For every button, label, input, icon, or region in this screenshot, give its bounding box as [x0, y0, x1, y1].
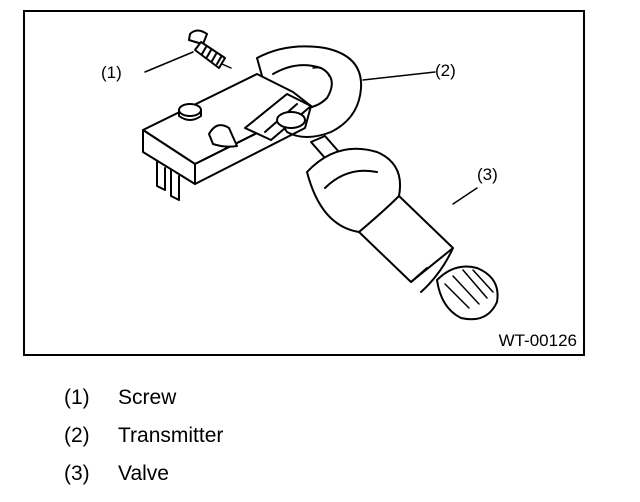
- leader-line-2: [362, 71, 436, 81]
- legend-label: Transmitter: [118, 424, 224, 447]
- figure-code: WT-00126: [498, 331, 577, 350]
- legend-label: Screw: [118, 386, 177, 409]
- callout-1: (1): [101, 63, 122, 82]
- leader-line-1: [144, 51, 194, 73]
- valve-drawing: [306, 135, 499, 321]
- legend-label: Valve: [118, 462, 169, 485]
- leader-line-3: [452, 187, 478, 205]
- legend-number: (3): [64, 462, 90, 485]
- illustration: [142, 29, 499, 321]
- legend-number: (1): [64, 386, 90, 409]
- figure-frame: (1) (2) (3) WT-00126: [23, 10, 585, 356]
- transmitter-drawing: [142, 45, 363, 201]
- callout-2: (2): [435, 61, 456, 80]
- legend-number: (2): [64, 424, 90, 447]
- callout-3: (3): [477, 165, 498, 184]
- screw-drawing: [188, 29, 232, 69]
